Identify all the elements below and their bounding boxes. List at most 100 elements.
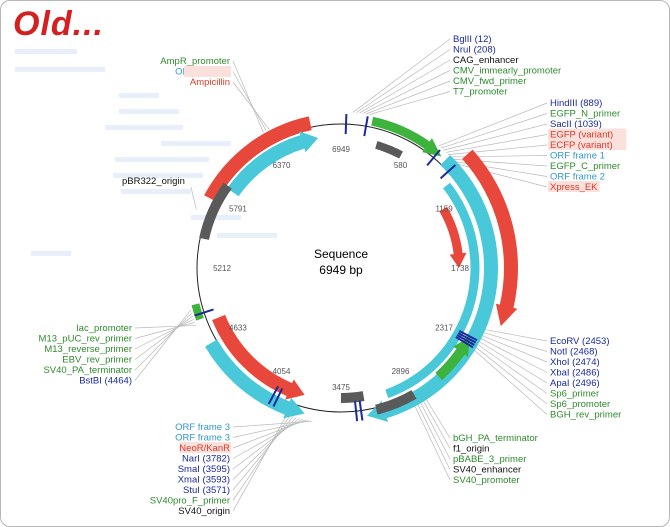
feature-label[interactable]: f1_origin xyxy=(453,444,489,455)
leader-line xyxy=(417,403,451,470)
feature-label[interactable]: Xpress_EK xyxy=(550,182,598,193)
sv40-enh-arc xyxy=(341,391,365,403)
restriction-site-marker xyxy=(363,116,369,137)
leader-line xyxy=(438,102,548,147)
ghost-artifact xyxy=(191,215,241,220)
tick-label: 6949 xyxy=(332,145,350,154)
feature-label[interactable]: BGH_rev_primer xyxy=(550,410,621,421)
enhancer-arc xyxy=(375,141,403,159)
tick-label: 5791 xyxy=(229,205,247,214)
restriction-site-marker xyxy=(194,308,214,317)
tick-label: 5212 xyxy=(213,264,231,273)
feature-label[interactable]: SacII (1039) xyxy=(550,119,602,130)
leader-line xyxy=(232,71,267,132)
feature-label[interactable]: CMV_fwd_primer xyxy=(453,76,526,87)
orf1-arc xyxy=(367,155,499,422)
ghost-artifact xyxy=(15,67,105,72)
neor-arc xyxy=(212,314,305,400)
feature-label[interactable]: SV40pro_F_primer xyxy=(150,496,230,507)
feature-label[interactable]: SV40_enhancer xyxy=(453,465,521,476)
feature-label[interactable]: EGFP_N_primer xyxy=(550,109,620,120)
restriction-site-marker xyxy=(426,149,441,166)
feature-label[interactable]: HindIII (889) xyxy=(550,98,602,109)
feature-label[interactable]: NotI (2468) xyxy=(550,347,598,358)
restriction-site-marker xyxy=(456,334,475,346)
feature-label[interactable]: AmpR_promoter xyxy=(160,56,230,67)
tick-label: 3475 xyxy=(332,383,350,392)
ghost-artifact xyxy=(115,157,209,162)
leader-line xyxy=(481,335,548,363)
tick-label: 6370 xyxy=(273,161,291,170)
feature-label[interactable]: SV40_promoter xyxy=(453,475,520,486)
leader-line xyxy=(480,338,548,373)
feature-label[interactable]: lac_promoter xyxy=(77,323,132,334)
bgh-arc xyxy=(435,336,470,381)
feature-label[interactable]: CAG_enhancer xyxy=(453,55,518,66)
feature-label[interactable]: T7_promoter xyxy=(453,87,507,98)
egfp-arc xyxy=(462,149,518,327)
leader-line xyxy=(232,60,264,133)
leader-line xyxy=(134,322,195,339)
leader-line xyxy=(190,186,197,210)
feature-label[interactable]: ECFP (variant) xyxy=(550,140,613,151)
restriction-site-marker xyxy=(458,330,478,342)
promoter-arc xyxy=(371,116,442,157)
leader-line xyxy=(414,405,451,481)
feature-label[interactable]: M13_reverse_primer xyxy=(44,344,132,355)
label-highlight xyxy=(548,139,627,150)
feature-label[interactable]: ORF frame 1 xyxy=(550,151,605,162)
feature-label[interactable]: Sp6_primer xyxy=(550,389,599,400)
feature-label[interactable]: ORF frame 3 xyxy=(175,433,230,444)
ghost-text-layer xyxy=(15,49,277,256)
feature-label[interactable]: ORF frame 2 xyxy=(550,172,605,183)
leader-line xyxy=(484,329,548,342)
leader-lines xyxy=(134,38,548,512)
feature-label[interactable]: EGFP_C_primer xyxy=(550,161,620,172)
ghost-artifact xyxy=(217,233,277,238)
feature-label[interactable]: M13_pUC_rev_primer xyxy=(39,334,132,345)
feature-label[interactable]: SmaI (3595) xyxy=(178,464,230,475)
restriction-site-marker xyxy=(457,332,477,344)
feature-label[interactable]: CMV_immearly_promoter xyxy=(453,66,561,77)
feature-label[interactable]: BglII (12) xyxy=(453,34,492,45)
feature-label[interactable]: NruI (208) xyxy=(453,45,496,56)
feature-label[interactable]: ApaI (2496) xyxy=(550,378,600,389)
leader-line xyxy=(478,340,548,384)
feature-label[interactable]: NarI (3782) xyxy=(182,454,230,465)
feature-label[interactable]: Sp6_promoter xyxy=(550,399,610,410)
leader-line xyxy=(445,134,548,153)
leader-line xyxy=(425,398,451,439)
leader-line xyxy=(473,349,548,415)
tick-label: 2896 xyxy=(392,367,410,376)
leader-line xyxy=(362,70,451,114)
feature-label[interactable]: SV40_origin xyxy=(178,506,230,517)
feature-label[interactable]: Ampicillin xyxy=(190,77,230,88)
feature-label[interactable]: EcoRV (2453) xyxy=(550,336,610,347)
leader-line xyxy=(448,144,548,156)
feature-label[interactable]: bGH_PA_terminator xyxy=(453,433,538,444)
leader-line xyxy=(356,49,451,114)
feature-label[interactable]: XhoI (2474) xyxy=(550,357,600,368)
feature-label[interactable]: BstBI (4464) xyxy=(79,376,132,387)
tick-labels: 6949580115917382317289634754054463352125… xyxy=(213,145,469,392)
origin-label[interactable]: pBR322_origin xyxy=(122,176,185,187)
tick-label: 2317 xyxy=(435,324,453,333)
ghost-artifact xyxy=(119,109,179,114)
tick-label: 4633 xyxy=(229,324,247,333)
feature-label[interactable]: EGFP (variant) xyxy=(550,130,613,141)
feature-label[interactable]: pBABE_3_primer xyxy=(453,454,526,465)
feature-label[interactable]: EBV_rev_primer xyxy=(62,355,132,366)
tick-label: 580 xyxy=(394,161,408,170)
feature-label[interactable]: ORF frame 3 xyxy=(175,422,230,433)
restriction-site-marker xyxy=(439,164,457,180)
feature-label[interactable]: SV40_PA_terminator xyxy=(43,365,132,376)
restriction-site-marker xyxy=(354,401,359,422)
feature-label[interactable]: NeoR/KanR xyxy=(179,443,230,454)
feature-label[interactable]: XmaI (3593) xyxy=(178,475,230,486)
feature-label[interactable]: StuI (3571) xyxy=(183,485,230,496)
leader-line xyxy=(440,113,548,149)
ghost-artifact xyxy=(121,189,191,194)
feature-label[interactable]: XbaI (2486) xyxy=(550,368,600,379)
